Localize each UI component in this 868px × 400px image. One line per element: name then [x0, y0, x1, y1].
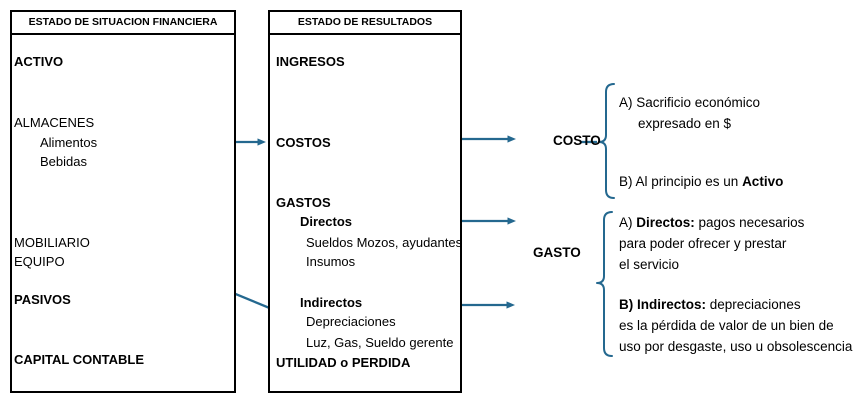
item-insumos: Insumos: [306, 254, 356, 269]
gasto-item-a-line2: para poder ofrecer y prestar: [619, 236, 787, 251]
item-equipo: EQUIPO: [14, 254, 65, 269]
gasto-item-a-rest: pagos necesarios: [694, 215, 805, 230]
income-statement-box-title: ESTADO DE RESULTADOS: [270, 12, 460, 35]
item-gastos: GASTOS: [276, 195, 331, 210]
gasto-item-b-line1: B) Indirectos: depreciaciones: [619, 295, 801, 314]
item-mobiliario: MOBILIARIO: [14, 235, 90, 250]
costo-item-a-line1: A) Sacrificio económico: [619, 95, 761, 110]
financial-position-box-title: ESTADO DE SITUACION FINANCIERA: [12, 12, 234, 35]
costo-item-a-line2: expresado en $: [638, 116, 732, 131]
item-alimentos: Alimentos: [40, 135, 98, 150]
costo-item-b: B) Al principio es un Activo: [619, 172, 783, 191]
item-directos: Directos: [300, 214, 353, 229]
gasto-item-a-directos: Directos:: [636, 215, 695, 230]
item-indirectos: Indirectos: [300, 295, 363, 310]
gasto-item-b-indirectos: B) Indirectos:: [619, 297, 707, 312]
item-pasivos: PASIVOS: [14, 292, 71, 307]
item-activo: ACTIVO: [14, 54, 64, 69]
item-utilidad-perdida: UTILIDAD o PERDIDA: [276, 355, 411, 370]
financial-position-box: ESTADO DE SITUACION FINANCIERA ACTIVO AL…: [10, 10, 236, 393]
item-bebidas: Bebidas: [40, 154, 87, 169]
item-sueldos-mozos: Sueldos Mozos, ayudantes: [306, 235, 463, 250]
gasto-item-b-line2: es la pérdida de valor de un bien de: [619, 318, 834, 333]
costo-item-b-activo: Activo: [742, 174, 784, 189]
item-capital-contable: CAPITAL CONTABLE: [14, 352, 144, 367]
gasto-item-b-rest: depreciaciones: [706, 297, 801, 312]
brace-costo: [598, 83, 615, 199]
item-depreciaciones: Depreciaciones: [306, 314, 396, 329]
costo-label: COSTO: [553, 133, 601, 148]
gasto-item-a-line1: A) Directos: pagos necesarios: [619, 213, 804, 232]
gasto-label: GASTO: [533, 245, 581, 260]
item-ingresos: INGRESOS: [276, 54, 345, 69]
gasto-item-b-line3: uso por desgaste, uso u obsolescencia: [619, 339, 853, 354]
item-costos: COSTOS: [276, 135, 331, 150]
costo-item-b-text: B) Al principio es un: [619, 174, 743, 189]
brace-gasto: [596, 211, 613, 357]
income-statement-box: ESTADO DE RESULTADOS INGRESOS COSTOS GAS…: [268, 10, 462, 393]
item-almacenes: ALMACENES: [14, 115, 95, 130]
gasto-item-a-prefix: A): [619, 215, 637, 230]
gasto-item-a-line3: el servicio: [619, 257, 680, 272]
item-luz-gas-sueldo: Luz, Gas, Sueldo gerente: [306, 335, 454, 350]
